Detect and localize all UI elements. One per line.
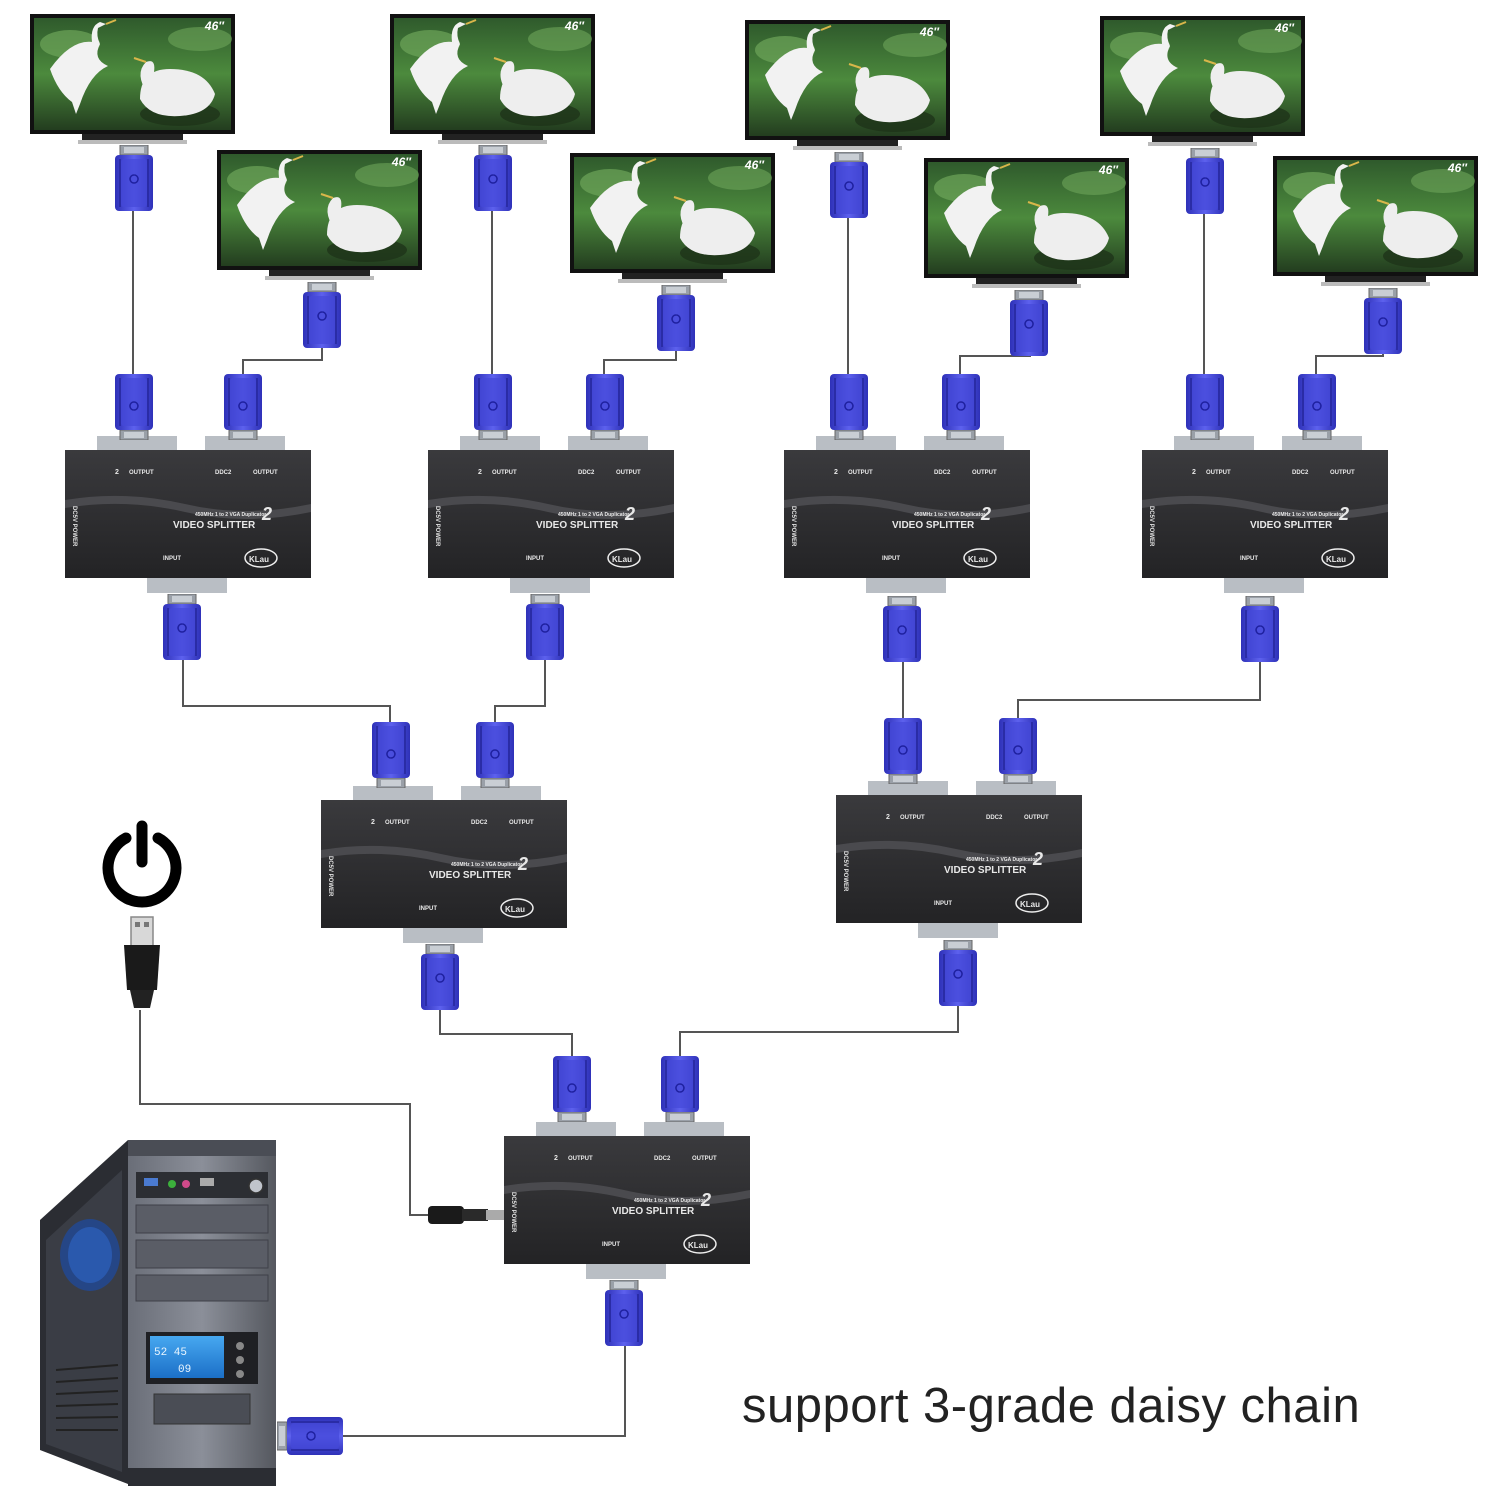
vga-splitter-box bbox=[65, 435, 311, 594]
vga-connector-icon bbox=[223, 373, 263, 440]
vga-connector-icon bbox=[656, 285, 696, 352]
vga-connector-icon bbox=[1185, 373, 1225, 440]
vga-connector-icon bbox=[114, 373, 154, 440]
monitor-icon bbox=[570, 153, 775, 284]
diagram-caption: support 3-grade daisy chain bbox=[742, 1379, 1361, 1433]
vga-connector-icon bbox=[371, 721, 411, 788]
monitor-icon bbox=[924, 158, 1129, 289]
vga-splitter-box bbox=[504, 1121, 750, 1280]
vga-connector-icon bbox=[114, 145, 154, 212]
vga-connector-icon bbox=[882, 596, 922, 663]
monitor-icon bbox=[745, 20, 950, 151]
monitor-icon bbox=[30, 14, 235, 145]
vga-connector-icon bbox=[473, 373, 513, 440]
vga-connector-icon bbox=[829, 152, 869, 219]
vga-splitter-box bbox=[1142, 435, 1388, 594]
vga-connector-icon bbox=[420, 944, 460, 1011]
vga-connector-icon bbox=[941, 373, 981, 440]
vga-splitter-box bbox=[321, 785, 567, 944]
vga-connector-icon bbox=[1185, 148, 1225, 215]
monitor-icon bbox=[1100, 16, 1305, 147]
vga-connector-icon bbox=[1009, 290, 1049, 357]
vga-connector-icon bbox=[829, 373, 869, 440]
monitor-icon bbox=[217, 150, 422, 281]
vga-connector-icon bbox=[1297, 373, 1337, 440]
vga-connector-icon bbox=[1240, 596, 1280, 663]
svg-text:09: 09 bbox=[178, 1364, 191, 1376]
monitor-icon bbox=[390, 14, 595, 145]
vga-connector-icon bbox=[277, 1416, 344, 1456]
vga-connector-icon bbox=[475, 721, 515, 788]
vga-splitter-box bbox=[428, 435, 674, 594]
vga-connector-icon bbox=[604, 1280, 644, 1347]
vga-connector-icon bbox=[660, 1055, 700, 1122]
vga-connector-icon bbox=[883, 717, 923, 784]
vga-splitter-box bbox=[836, 780, 1082, 939]
vga-connector-icon bbox=[552, 1055, 592, 1122]
vga-connector-icon bbox=[525, 594, 565, 661]
power-icon bbox=[102, 820, 182, 908]
vga-connectors bbox=[114, 145, 1403, 1456]
vga-connector-icon bbox=[473, 145, 513, 212]
computer-tower-icon: 52 45 09 bbox=[40, 1140, 276, 1486]
vga-connector-icon bbox=[302, 282, 342, 349]
vga-connector-icon bbox=[585, 373, 625, 440]
vga-connector-icon bbox=[998, 717, 1038, 784]
dc-power-plug-icon bbox=[428, 1206, 504, 1224]
vga-splitter-box bbox=[784, 435, 1030, 594]
monitor-icon bbox=[1273, 156, 1478, 287]
usb-plug-icon bbox=[124, 916, 160, 1008]
vga-connector-icon bbox=[1363, 288, 1403, 355]
svg-text:52 45: 52 45 bbox=[154, 1347, 187, 1359]
vga-connector-icon bbox=[938, 940, 978, 1007]
vga-connector-icon bbox=[162, 594, 202, 661]
monitors bbox=[30, 14, 1478, 289]
